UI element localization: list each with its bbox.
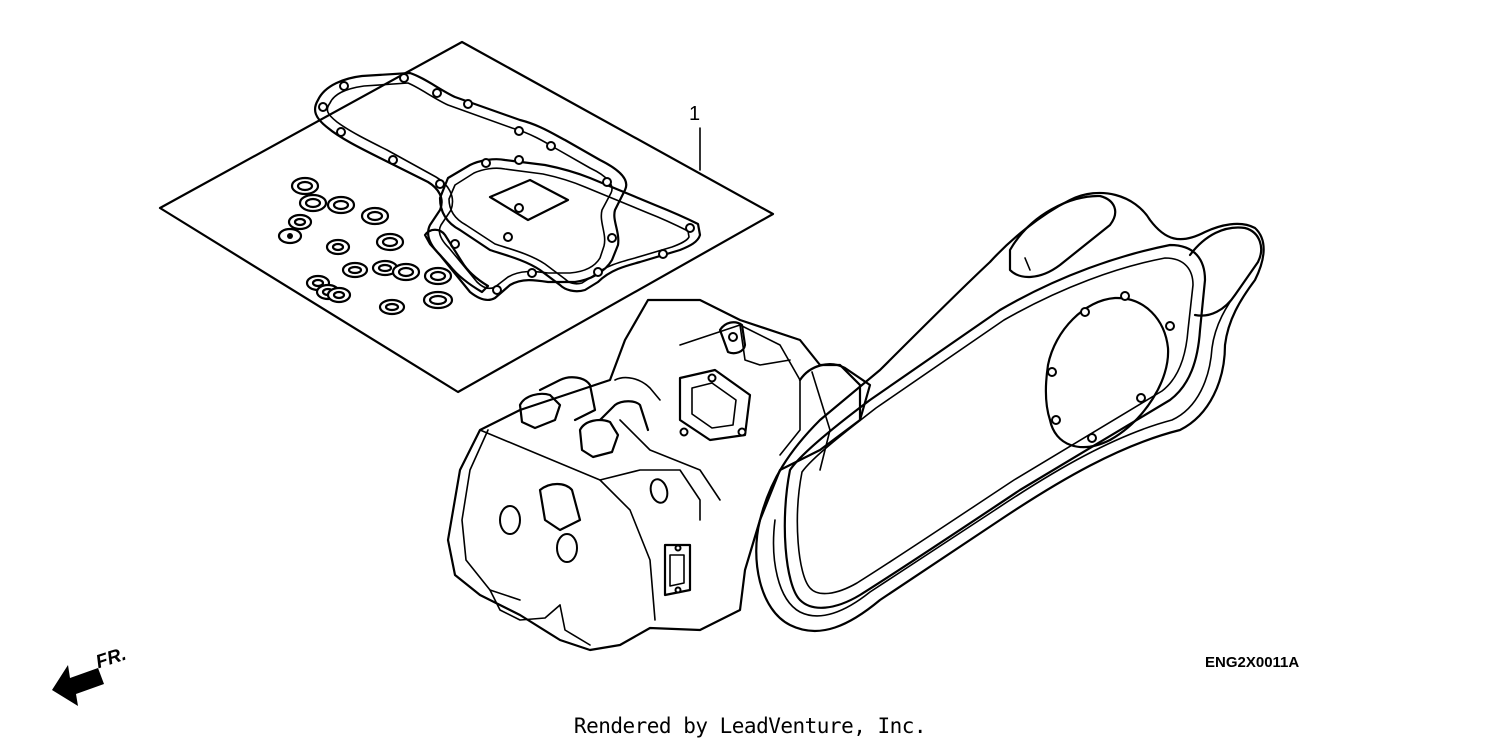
crankcase-mid-line xyxy=(679,324,801,456)
gasket-kit-sheet[interactable] xyxy=(158,40,775,394)
gasket-sheet-outline xyxy=(158,40,775,394)
crankcase-rear-arm xyxy=(798,363,872,422)
exhaust-stud-boss xyxy=(538,482,582,532)
cylinder-head-edge xyxy=(479,429,656,621)
belt-case-air-duct xyxy=(1008,194,1117,278)
belt-case-rear-bulge xyxy=(1188,226,1263,317)
strip-gasket xyxy=(423,228,490,294)
oil-filter-boss xyxy=(663,543,692,597)
render-credit: Rendered by LeadVenture, Inc. xyxy=(573,714,927,738)
front-direction-arrow xyxy=(52,665,104,706)
valve-cap-left xyxy=(518,392,562,430)
belt-case-gasket-line xyxy=(783,243,1207,609)
gasket-bolt-holes xyxy=(318,73,695,295)
belt-case-cover-edge xyxy=(772,287,1241,617)
cover-gasket xyxy=(314,71,628,302)
callout-label-1: 1 xyxy=(689,103,701,125)
engine-assembly xyxy=(446,191,1265,652)
crankcase-gasket xyxy=(438,158,702,293)
valve-cap-right xyxy=(578,419,620,459)
diagram-code: ENG2X0011A xyxy=(1205,654,1300,671)
valve-cap-tube xyxy=(538,376,597,422)
clutch-cover-bolts xyxy=(1047,291,1175,443)
belt-case-cover xyxy=(755,191,1265,633)
o-rings-and-seals xyxy=(277,176,454,316)
belt-case-gasket-inner xyxy=(796,257,1194,595)
thermostat-housing xyxy=(718,321,747,355)
crankcase-gasket-inner xyxy=(448,167,690,285)
small-plate-gasket xyxy=(488,178,570,222)
head-front-face xyxy=(461,429,521,601)
clutch-cover-bolt-ring xyxy=(1044,296,1170,449)
cover-gasket-inner xyxy=(326,82,613,290)
